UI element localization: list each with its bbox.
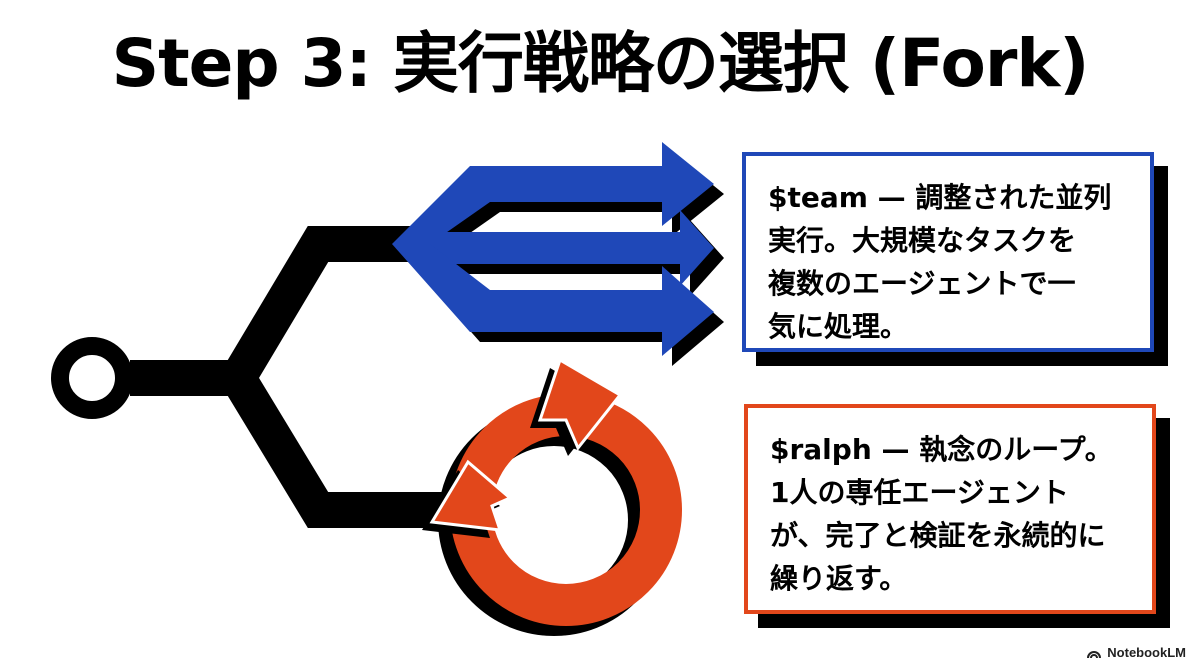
ralph-card-line: 繰り返す。 [770,562,908,595]
page-title: Step 3: 実行戦略の選択 (Fork) [111,25,1090,102]
team-card-line: 複数のエージェントで一 [768,267,1076,300]
ralph-card-line: $ralph — 執念のループ。 [770,433,1113,466]
team-description-card: $team — 調整された並列 実行。大規模なタスクを 複数のエージェントで一 … [742,152,1154,352]
branding-label: NotebookLM [1107,645,1186,660]
team-card-line: 気に処理。 [768,310,909,343]
parallel-arrows-icon [392,142,724,366]
ralph-description-card: $ralph — 執念のループ。 1人の専任エージェント が、完了と検証を永続的… [744,404,1156,614]
ralph-card-line: が、完了と検証を永続的に [770,519,1106,552]
loop-cycle-icon [422,357,682,636]
fork-path [51,226,446,528]
team-card-line: 実行。大規模なタスクを [768,224,1077,257]
start-node-icon [51,337,133,419]
notebooklm-branding: NotebookLM [1086,645,1186,660]
team-card-line: $team — 調整された並列 [768,181,1112,214]
notebooklm-logo-icon [1087,650,1102,658]
ralph-card-line: 1人の専任エージェント [770,476,1069,509]
